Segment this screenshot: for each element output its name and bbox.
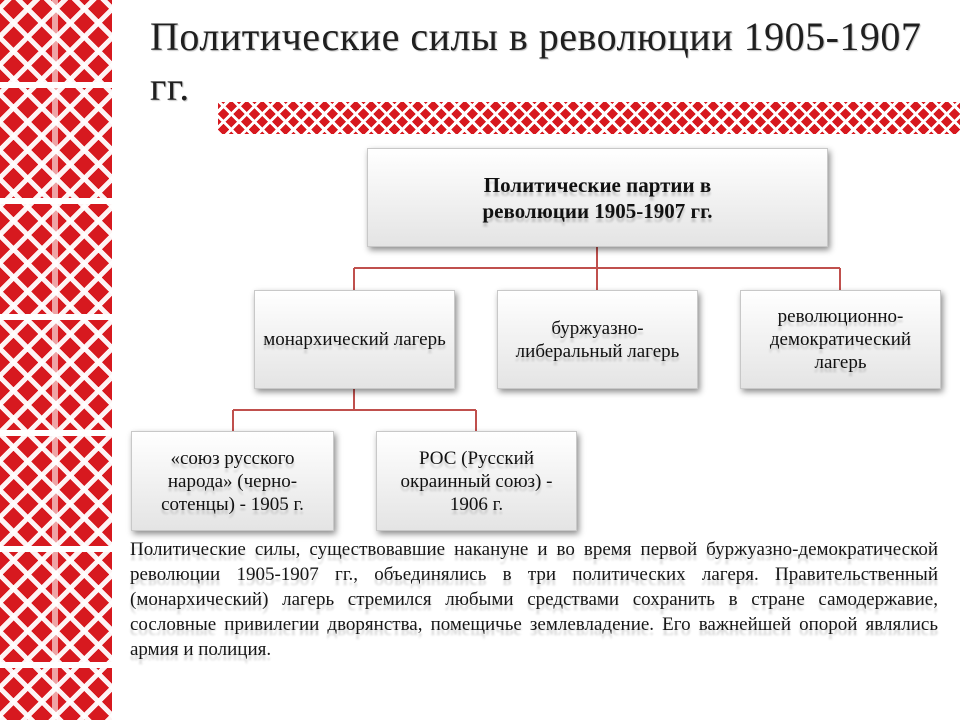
root-node-label: Политические партии в революции 1905-190… [482, 172, 713, 223]
node-liberal-camp-label: буржуазно-либеральный лагерь [515, 317, 680, 362]
node-liberal-camp: буржуазно-либеральный лагерь [497, 290, 698, 389]
node-monarchist-camp: монархический лагерь [254, 290, 455, 389]
node-monarchist-camp-label: монархический лагерь [263, 329, 446, 350]
node-revolutionary-camp-label: революционно-демократический лагерь [769, 306, 912, 373]
node-ros: РОС (Русский окраинный союз) - 1906 г. [376, 431, 577, 531]
connector-root-to-camps [353, 247, 841, 290]
slide-title: Политические силы в революции 1905-1907 … [150, 14, 922, 109]
node-union-russian-people-label: «союз русского народа» (черно-сотенцы) -… [161, 447, 304, 515]
body-paragraph: Политические силы, существовавшие накану… [130, 539, 938, 660]
folk-ornament-band [218, 102, 960, 134]
node-revolutionary-camp: революционно-демократический лагерь [740, 290, 941, 389]
node-union-russian-people: «союз русского народа» (черно-сотенцы) -… [131, 431, 334, 531]
folk-ornament-border [0, 0, 112, 720]
node-ros-label: РОС (Русский окраинный союз) - 1906 г. [400, 447, 553, 515]
root-node-political-parties: Политические партии в революции 1905-190… [367, 148, 828, 247]
connector-monarchist-to-parties [232, 389, 477, 431]
